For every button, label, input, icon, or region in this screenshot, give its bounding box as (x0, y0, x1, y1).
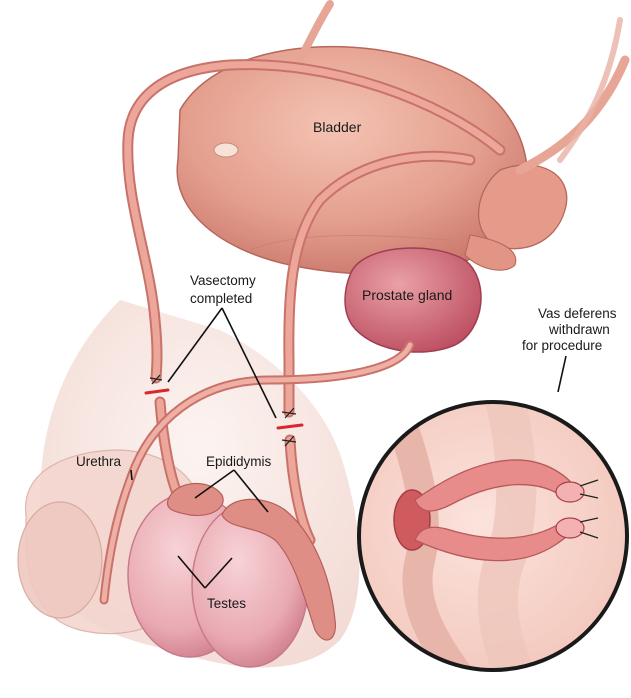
label-epididymis: Epididymis (206, 454, 272, 469)
label-vasectomy-line1: Vasectomy (190, 273, 256, 288)
label-urethra: Urethra (76, 454, 122, 469)
label-vasectomy-line2: completed (190, 291, 252, 306)
label-testes: Testes (207, 596, 246, 611)
inset-detail (359, 400, 627, 690)
label-inset-line2: withdrawn (548, 322, 610, 337)
label-prostate: Prostate gland (362, 287, 452, 303)
ureter-right (520, 60, 625, 170)
label-bladder: Bladder (313, 119, 362, 135)
label-inset-line1: Vas deferens (538, 306, 617, 321)
label-inset-line3: for procedure (522, 338, 602, 353)
